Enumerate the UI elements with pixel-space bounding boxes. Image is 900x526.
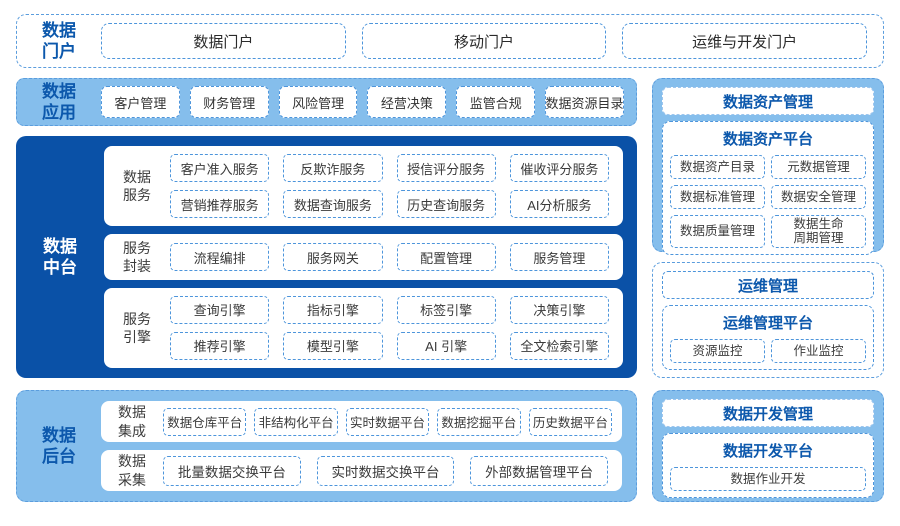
- portal-item-list: 数据门户 移动门户 运维与开发门户: [101, 23, 868, 59]
- portal-item: 运维与开发门户: [622, 23, 868, 59]
- section-data-development-management: 数据开发管理 数据开发平台 数据作业开发: [652, 390, 884, 502]
- data-development-item: 数据作业开发: [670, 467, 866, 491]
- title-data-development-platform: 数据开发平台: [722, 443, 813, 460]
- title-data-asset-platform: 数据资产平台: [722, 131, 813, 148]
- section-data-application: 数据 应用 客户管理 财务管理 风险管理 经营决策 监管合规 数据资源目录: [16, 78, 637, 126]
- middle-platform-rows: 数据 服务 客户准入服务 反欺诈服务 授信评分服务 催收评分服务 营销推荐服务 …: [104, 136, 637, 378]
- data-service-item: 授信评分服务: [396, 154, 496, 183]
- row-service-encapsulation: 服务 封装 流程编排 服务网关 配置管理 服务管理: [104, 234, 623, 280]
- operations-item-list: 资源监控 作业监控: [670, 339, 866, 363]
- row-data-services: 数据 服务 客户准入服务 反欺诈服务 授信评分服务 催收评分服务 营销推荐服务 …: [104, 146, 623, 227]
- service-encapsulation-item: 服务网关: [283, 243, 383, 271]
- data-collection-item-list: 批量数据交换平台 实时数据交换平台 外部数据管理平台: [163, 455, 609, 486]
- section-data-middle-platform: 数据 中台 数据 服务 客户准入服务 反欺诈服务 授信评分服务 催收评分服务 营…: [16, 136, 637, 378]
- section-data-backend: 数据 后台 数据 集成 数据仓库平台 非结构化平台 实时数据平台 数据挖掘平台 …: [16, 390, 637, 502]
- operations-platform-box: 运维管理平台 资源监控 作业监控: [662, 305, 874, 370]
- service-engine-item: 推荐引擎: [170, 331, 270, 360]
- application-item: 客户管理: [101, 86, 180, 118]
- section-label-data-backend: 数据 后台: [42, 425, 76, 466]
- title-operations-management: 运维管理: [662, 271, 874, 299]
- data-service-item: 催收评分服务: [509, 154, 609, 183]
- data-development-platform-box: 数据开发平台 数据作业开发: [662, 433, 874, 498]
- data-asset-platform-box: 数据资产平台 数据资产目录 元数据管理 数据标准管理 数据安全管理 数据质量管理…: [662, 121, 874, 255]
- service-engine-item: 全文检索引擎: [509, 331, 609, 360]
- data-service-item: AI分析服务: [509, 190, 609, 219]
- data-asset-item-list: 数据资产目录 元数据管理 数据标准管理 数据安全管理 数据质量管理 数据生命 周…: [670, 155, 866, 248]
- row-label-service-encapsulation: 服务 封装: [123, 239, 151, 274]
- data-collection-item: 实时数据交换平台: [316, 455, 455, 486]
- service-engine-item: 标签引擎: [396, 295, 496, 324]
- operations-item: 作业监控: [771, 339, 866, 363]
- data-development-item-list: 数据作业开发: [670, 467, 866, 491]
- data-service-item: 客户准入服务: [170, 154, 270, 183]
- data-collection-item: 批量数据交换平台: [163, 455, 301, 486]
- row-data-collection: 数据 采集 批量数据交换平台 实时数据交换平台 外部数据管理平台: [101, 450, 622, 491]
- data-service-item: 历史查询服务: [396, 190, 496, 219]
- data-asset-item: 数据质量管理: [670, 215, 765, 248]
- data-collection-item: 外部数据管理平台: [470, 455, 609, 486]
- title-operations-platform: 运维管理平台: [722, 315, 813, 332]
- row-service-engines: 服务 引擎 查询引擎 指标引擎 标签引擎 决策引擎 推荐引擎 模型引擎 AI 引…: [104, 287, 623, 368]
- data-service-item: 营销推荐服务: [170, 190, 270, 219]
- service-engine-item: 决策引擎: [509, 295, 609, 324]
- service-engine-item: 查询引擎: [170, 295, 270, 324]
- data-service-item: 数据查询服务: [283, 190, 383, 219]
- application-item: 财务管理: [189, 86, 269, 118]
- service-encapsulation-item: 配置管理: [396, 243, 496, 271]
- portal-item: 移动门户: [361, 23, 607, 59]
- service-encapsulation-item: 服务管理: [509, 243, 609, 271]
- portal-item: 数据门户: [101, 23, 346, 59]
- data-integration-item: 历史数据平台: [528, 407, 613, 436]
- data-asset-item: 数据标准管理: [670, 185, 765, 209]
- data-services-item-list: 客户准入服务 反欺诈服务 授信评分服务 催收评分服务 营销推荐服务 数据查询服务…: [170, 154, 609, 219]
- title-data-development-management: 数据开发管理: [662, 399, 874, 427]
- section-data-portal: 数据 门户 数据门户 移动门户 运维与开发门户: [16, 14, 884, 68]
- section-operations-management: 运维管理 运维管理平台 资源监控 作业监控: [652, 262, 884, 378]
- application-item: 监管合规: [456, 86, 536, 118]
- data-integration-item: 非结构化平台: [254, 407, 338, 436]
- data-asset-item: 数据生命 周期管理: [771, 215, 866, 248]
- application-item-list: 客户管理 财务管理 风险管理 经营决策 监管合规 数据资源目录: [101, 86, 624, 118]
- data-asset-item: 元数据管理: [771, 155, 866, 179]
- service-encapsulation-item-list: 流程编排 服务网关 配置管理 服务管理: [170, 243, 609, 271]
- application-item: 风险管理: [278, 86, 358, 118]
- data-integration-item: 数据仓库平台: [163, 407, 247, 436]
- row-label-data-services: 数据 服务: [123, 168, 151, 204]
- data-integration-item: 实时数据平台: [345, 407, 430, 436]
- data-service-item: 反欺诈服务: [283, 154, 383, 183]
- title-data-asset-management: 数据资产管理: [662, 87, 874, 115]
- section-label-data-application: 数据 应用: [42, 81, 76, 122]
- service-engine-item: 指标引擎: [283, 295, 383, 324]
- data-asset-item: 数据资产目录: [670, 155, 765, 179]
- data-integration-item-list: 数据仓库平台 非结构化平台 实时数据平台 数据挖掘平台 历史数据平台: [163, 407, 613, 436]
- application-item: 经营决策: [367, 86, 447, 118]
- service-engine-item: 模型引擎: [283, 331, 383, 360]
- row-label-data-collection: 数据 采集: [118, 453, 146, 488]
- row-data-integration: 数据 集成 数据仓库平台 非结构化平台 实时数据平台 数据挖掘平台 历史数据平台: [101, 401, 622, 442]
- section-label-data-middle-platform: 数据 中台: [43, 236, 77, 277]
- application-item: 数据资源目录: [545, 86, 624, 118]
- backend-rows: 数据 集成 数据仓库平台 非结构化平台 实时数据平台 数据挖掘平台 历史数据平台…: [101, 391, 636, 501]
- section-data-asset-management: 数据资产管理 数据资产平台 数据资产目录 元数据管理 数据标准管理 数据安全管理…: [652, 78, 884, 255]
- data-integration-item: 数据挖掘平台: [437, 407, 521, 436]
- operations-item: 资源监控: [670, 339, 765, 363]
- row-label-service-engines: 服务 引擎: [123, 310, 151, 345]
- row-label-data-integration: 数据 集成: [118, 404, 146, 439]
- service-encapsulation-item: 流程编排: [170, 243, 270, 271]
- service-engine-item: AI 引擎: [396, 331, 496, 360]
- section-label-data-portal: 数据 门户: [42, 20, 76, 61]
- data-asset-item: 数据安全管理: [771, 185, 866, 209]
- service-engine-item-list: 查询引擎 指标引擎 标签引擎 决策引擎 推荐引擎 模型引擎 AI 引擎 全文检索…: [170, 295, 609, 360]
